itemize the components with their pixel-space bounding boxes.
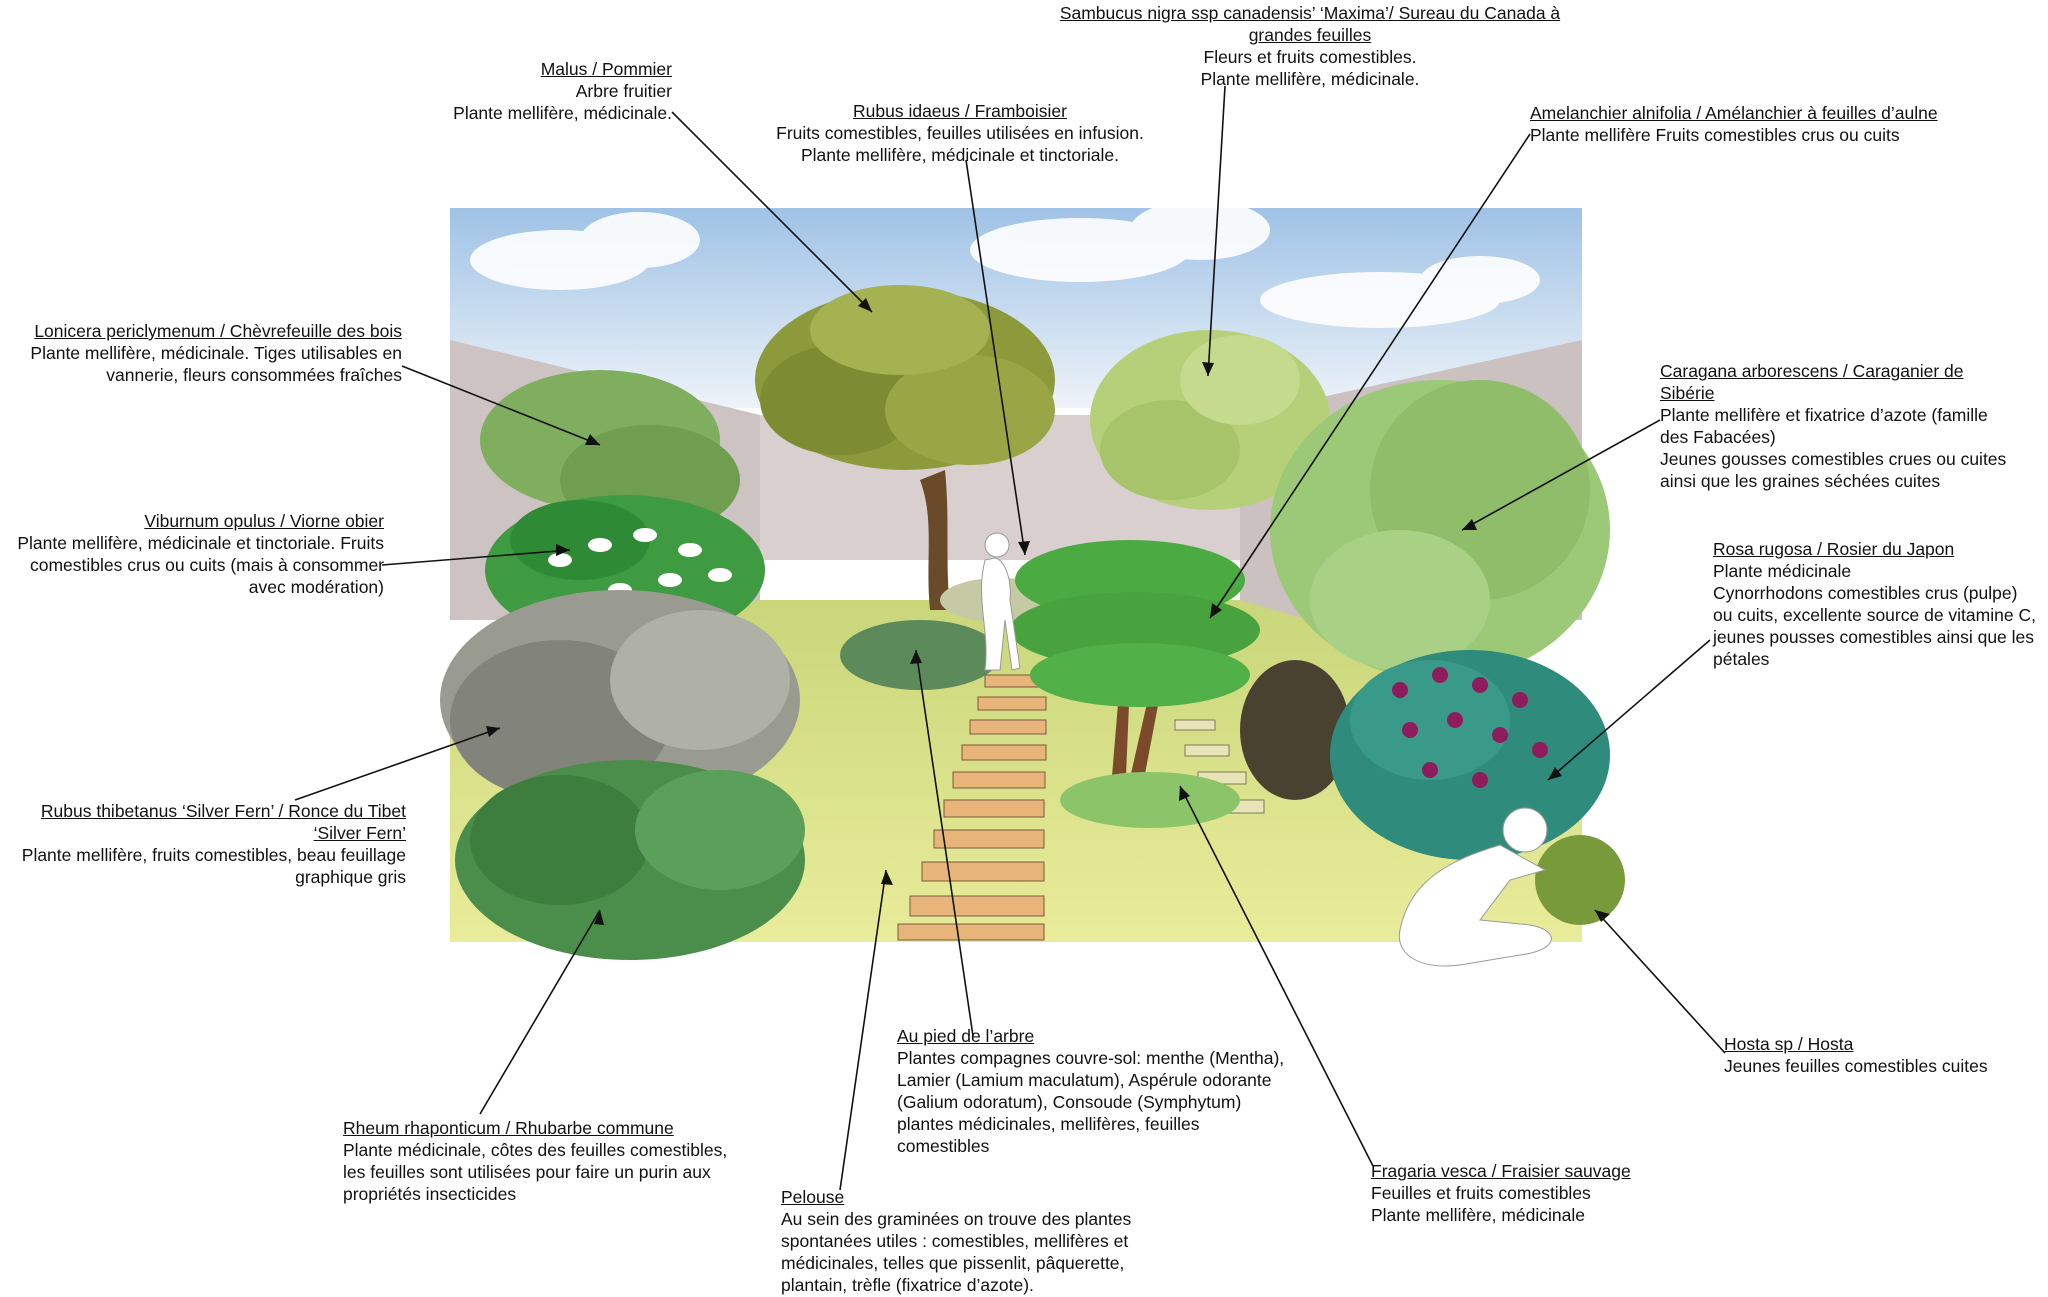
sambucus-shrub xyxy=(1090,330,1330,510)
label-malus-line-1: Arbre fruitier xyxy=(575,81,672,101)
rosa-rugosa-shrub xyxy=(1330,650,1610,860)
label-rosa-title: Rosa rugosa / Rosier du Japon xyxy=(1713,539,1955,559)
label-rubus-idaeus-line-2: Plante mellifère, médicinale et tinctori… xyxy=(800,145,1120,165)
label-rubus-thibetanus-title-2: ‘Silver Fern’ xyxy=(313,823,406,843)
label-rubus-idaeus: Rubus idaeus / Framboisier Fruits comest… xyxy=(765,100,1155,166)
label-au-pied-line-4: plantes médicinales, mellifères, feuille… xyxy=(897,1114,1200,1134)
amelanchier-tree xyxy=(1010,540,1260,800)
label-lonicera-title: Lonicera periclymenum / Chèvrefeuille de… xyxy=(34,321,402,341)
label-rosa-line-4: jeunes pousses comestibles ainsi que les xyxy=(1713,627,2035,647)
label-lonicera: Lonicera periclymenum / Chèvrefeuille de… xyxy=(2,320,402,386)
pointer-lines xyxy=(294,85,1726,1191)
label-au-pied-line-1: Plantes compagnes couvre-sol: menthe (Me… xyxy=(897,1048,1285,1068)
label-sambucus: Sambucus nigra ssp canadensis’ ‘Maxima’/… xyxy=(1040,2,1580,90)
label-malus-title: Malus / Pommier xyxy=(540,59,672,79)
label-pelouse-line-1: Au sein des graminées on trouve des plan… xyxy=(781,1209,1132,1229)
label-caragana-line-3: Jeunes gousses comestibles crues ou cuit… xyxy=(1660,449,2007,469)
label-hosta-title: Hosta sp / Hosta xyxy=(1724,1034,1854,1054)
label-malus: Malus / Pommier Arbre fruitier Plante me… xyxy=(400,58,672,124)
label-rubus-idaeus-title: Rubus idaeus / Framboisier xyxy=(853,101,1067,121)
label-au-pied: Au pied de l’arbre Plantes compagnes cou… xyxy=(897,1025,1317,1157)
label-caragana-line-1: Plante mellifère et fixatrice d’azote (f… xyxy=(1660,405,1988,425)
label-sambucus-line-2: Plante mellifère, médicinale. xyxy=(1200,69,1420,89)
label-pelouse: Pelouse Au sein des graminées on trouve … xyxy=(781,1186,1181,1296)
rheum-plant xyxy=(455,760,805,960)
label-amelanchier: Amelanchier alnifolia / Amélanchier à fe… xyxy=(1530,102,2030,146)
person-standing-silhouette xyxy=(980,532,1021,671)
label-rosa: Rosa rugosa / Rosier du Japon Plante méd… xyxy=(1713,538,2048,670)
label-rheum: Rheum rhaponticum / Rhubarbe commune Pla… xyxy=(343,1117,763,1205)
label-fragaria-line-2: Plante mellifère, médicinale xyxy=(1371,1205,1585,1225)
label-rheum-line-2: les feuilles sont utilisées pour faire u… xyxy=(343,1162,711,1182)
label-rosa-line-2: Cynorrhodons comestibles crus (pulpe) xyxy=(1713,583,2018,603)
label-rheum-line-1: Plante médicinale, côtes des feuilles co… xyxy=(343,1140,728,1160)
caragana-shrub xyxy=(1270,380,1610,680)
dark-grass-clump xyxy=(1240,660,1350,800)
label-amelanchier-title: Amelanchier alnifolia / Amélanchier à fe… xyxy=(1530,103,1938,123)
stepping-stones xyxy=(897,674,1047,941)
fragaria-groundcover xyxy=(1060,772,1240,828)
label-viburnum-title: Viburnum opulus / Viorne obier xyxy=(144,511,384,531)
label-au-pied-line-2: Lamier (Lamium maculatum), Aspérule odor… xyxy=(897,1070,1272,1090)
label-rosa-line-1: Plante médicinale xyxy=(1713,561,1852,581)
label-caragana-title-1: Caragana arborescens / Caraganier de xyxy=(1660,361,1964,381)
label-viburnum-line-2: comestibles crus ou cuits (mais à consom… xyxy=(30,555,384,575)
label-caragana-title-2: Sibérie xyxy=(1660,383,1715,403)
label-pelouse-line-4: plantain, trèfle (fixatrice d’azote). xyxy=(781,1275,1034,1295)
label-caragana-line-4: ainsi que les graines séchées cuites xyxy=(1660,471,1941,491)
label-viburnum-line-1: Plante mellifère, médicinale et tinctori… xyxy=(17,533,384,553)
label-pelouse-line-2: spontanées utiles : comestibles, mellifè… xyxy=(781,1231,1129,1251)
label-rubus-thibetanus-title-1: Rubus thibetanus ‘Silver Fern’ / Ronce d… xyxy=(40,801,406,821)
label-hosta: Hosta sp / Hosta Jeunes feuilles comesti… xyxy=(1724,1033,2044,1077)
label-hosta-line-1: Jeunes feuilles comestibles cuites xyxy=(1724,1056,1988,1076)
label-amelanchier-line-1: Plante mellifère Fruits comestibles crus… xyxy=(1530,125,1900,145)
label-pelouse-title: Pelouse xyxy=(781,1187,845,1207)
label-rosa-line-5: pétales xyxy=(1713,649,1770,669)
label-lonicera-line-2: vannerie, fleurs consommées fraîches xyxy=(106,365,402,385)
label-rheum-line-3: propriétés insecticides xyxy=(343,1184,517,1204)
label-fragaria-line-1: Feuilles et fruits comestibles xyxy=(1371,1183,1591,1203)
label-rubus-thibetanus: Rubus thibetanus ‘Silver Fern’ / Ronce d… xyxy=(2,800,406,888)
label-lonicera-line-1: Plante mellifère, médicinale. Tiges util… xyxy=(30,343,402,363)
malus-tree xyxy=(755,285,1055,610)
hosta-plant xyxy=(1535,835,1625,925)
label-au-pied-title: Au pied de l’arbre xyxy=(897,1026,1035,1046)
label-pelouse-line-3: médicinales, telles que pissenlit, pâque… xyxy=(781,1253,1125,1273)
label-rubus-thibetanus-line-1: Plante mellifère, fruits comestibles, be… xyxy=(21,845,406,865)
label-viburnum-line-3: avec modération) xyxy=(248,577,384,597)
pointer-arrowheads xyxy=(486,298,1610,925)
clouds xyxy=(470,200,1540,328)
label-fragaria: Fragaria vesca / Fraisier sauvage Feuill… xyxy=(1371,1160,1691,1226)
label-viburnum: Viburnum opulus / Viorne obier Plante me… xyxy=(2,510,384,598)
person-kneeling-silhouette xyxy=(1398,807,1552,967)
label-fragaria-title: Fragaria vesca / Fraisier sauvage xyxy=(1371,1161,1631,1181)
label-caragana: Caragana arborescens / Caraganier de Sib… xyxy=(1660,360,2040,492)
rubus-thibetanus-shrub xyxy=(440,590,800,810)
label-rheum-title: Rheum rhaponticum / Rhubarbe commune xyxy=(343,1118,674,1138)
label-au-pied-line-3: (Galium odoratum), Consoude (Symphytum) xyxy=(897,1092,1242,1112)
label-rubus-thibetanus-line-2: graphique gris xyxy=(295,867,406,887)
label-rubus-idaeus-line-1: Fruits comestibles, feuilles utilisées e… xyxy=(776,123,1144,143)
label-sambucus-line-1: Fleurs et fruits comestibles. xyxy=(1203,47,1417,67)
label-caragana-line-2: des Fabacées) xyxy=(1660,427,1776,447)
label-malus-line-2: Plante mellifère, médicinale. xyxy=(453,103,672,123)
label-rosa-line-3: ou cuits, excellente source de vitamine … xyxy=(1713,605,2036,625)
label-au-pied-line-5: comestibles xyxy=(897,1136,990,1156)
label-sambucus-title: Sambucus nigra ssp canadensis’ ‘Maxima’/… xyxy=(1059,3,1561,45)
